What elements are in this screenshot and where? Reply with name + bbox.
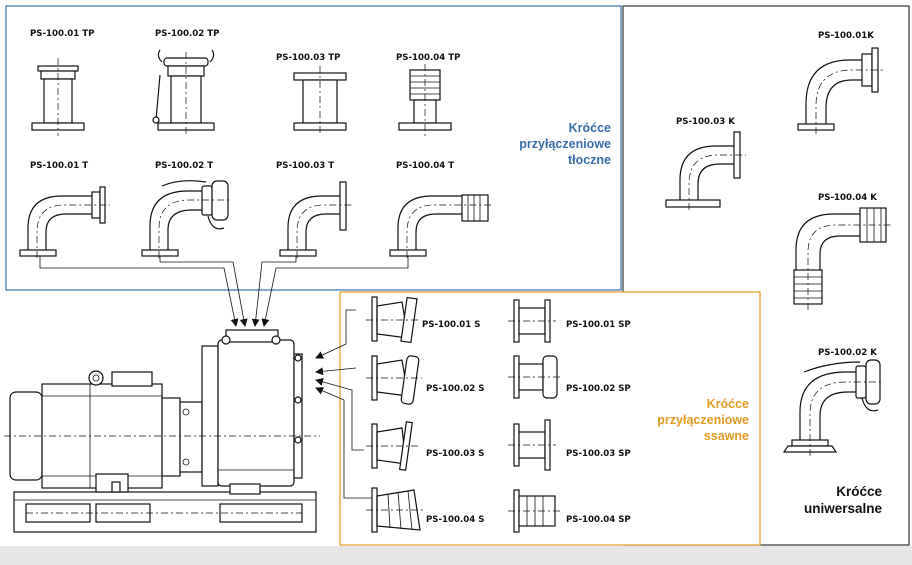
label-s2: PS-100.02 S bbox=[426, 384, 484, 394]
part-drawing-sp1 bbox=[508, 299, 556, 343]
label-tp4: PS-100.04 TP bbox=[396, 53, 460, 63]
part-drawing-t2 bbox=[141, 180, 232, 258]
part-drawing-k1 bbox=[797, 47, 884, 134]
label-k4: PS-100.04 K bbox=[818, 193, 877, 203]
group-title-suction: Króćce przyłączeniowe ssawne bbox=[657, 397, 749, 443]
pump-assembly bbox=[4, 329, 320, 533]
label-tp2: PS-100.02 TP bbox=[155, 29, 219, 39]
part-drawing-k3 bbox=[665, 131, 746, 210]
part-drawing-t1 bbox=[19, 186, 110, 258]
label-sp3: PS-100.03 SP bbox=[566, 449, 631, 459]
part-drawing-sp3 bbox=[508, 419, 556, 471]
label-s3: PS-100.03 S bbox=[426, 449, 484, 459]
universal-frame bbox=[622, 5, 910, 546]
part-drawing-tp3 bbox=[293, 66, 347, 136]
suction-title-line3: ssawne bbox=[704, 429, 749, 443]
discharge-title-line1: Króćce bbox=[569, 121, 611, 135]
label-s4: PS-100.04 S bbox=[426, 515, 484, 525]
part-drawing-s2 bbox=[366, 355, 422, 405]
part-labels: PS-100.01 TP PS-100.02 TP PS-100.03 TP P… bbox=[30, 29, 877, 525]
part-drawing-sp2 bbox=[508, 355, 562, 399]
label-tp3: PS-100.03 TP bbox=[276, 53, 340, 63]
part-drawing-tp2 bbox=[152, 49, 215, 136]
label-sp4: PS-100.04 SP bbox=[566, 515, 631, 525]
part-drawing-t3 bbox=[279, 181, 352, 258]
bottom-strip bbox=[0, 546, 912, 565]
label-t2: PS-100.02 T bbox=[155, 161, 213, 171]
connector-lines bbox=[39, 256, 409, 499]
label-t1: PS-100.01 T bbox=[30, 161, 88, 171]
label-k3: PS-100.03 K bbox=[676, 117, 735, 127]
part-drawing-k4 bbox=[793, 207, 892, 310]
discharge-frame bbox=[5, 5, 622, 291]
label-t4: PS-100.04 T bbox=[396, 161, 454, 171]
part-drawing-s1 bbox=[366, 296, 420, 344]
label-k1: PS-100.01K bbox=[818, 31, 874, 41]
group-title-discharge: Króćce przyłączeniowe tłoczne bbox=[519, 121, 611, 167]
part-drawing-sp4 bbox=[508, 489, 560, 533]
label-s1: PS-100.01 S bbox=[422, 320, 480, 330]
discharge-title-line2: przyłączeniowe bbox=[519, 137, 611, 151]
label-t3: PS-100.03 T bbox=[276, 161, 334, 171]
group-title-universal: Króćce uniwersalne bbox=[804, 484, 883, 516]
part-drawing-s4 bbox=[366, 487, 426, 533]
discharge-title-line3: tłoczne bbox=[568, 153, 611, 167]
universal-title-line2: uniwersalne bbox=[804, 501, 883, 516]
part-drawing-t4 bbox=[389, 194, 492, 258]
label-sp1: PS-100.01 SP bbox=[566, 320, 631, 330]
suction-title-line1: Króćce bbox=[707, 397, 749, 411]
suction-title-line2: przyłączeniowe bbox=[657, 413, 749, 427]
part-drawing-tp1 bbox=[31, 58, 85, 136]
label-tp1: PS-100.01 TP bbox=[30, 29, 94, 39]
part-drawing-s3 bbox=[366, 421, 418, 471]
label-k2: PS-100.02 K bbox=[818, 348, 877, 358]
part-drawing-k2 bbox=[782, 359, 884, 456]
label-sp2: PS-100.02 SP bbox=[566, 384, 631, 394]
part-drawing-tp4 bbox=[398, 64, 452, 136]
universal-title-line1: Króćce bbox=[836, 484, 882, 499]
